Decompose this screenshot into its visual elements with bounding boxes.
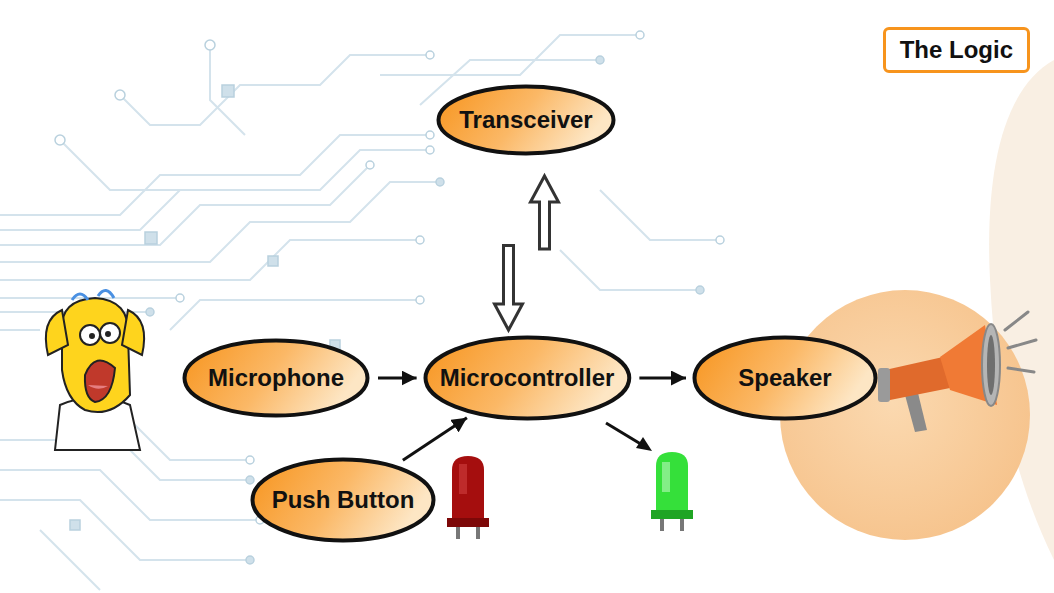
- node-label: Speaker: [738, 364, 831, 392]
- connector-arrow: [639, 378, 686, 379]
- connector-line: [378, 377, 417, 380]
- connector-line: [639, 377, 686, 380]
- node-label: Microcontroller: [440, 364, 615, 392]
- led-arrowhead: [636, 437, 652, 451]
- node-label: Microphone: [208, 364, 344, 392]
- process-ellipse: Transceiver: [436, 84, 616, 156]
- megaphone: [878, 312, 1036, 432]
- process-ellipse: Microphone: [182, 338, 370, 418]
- hollow-arrow: [494, 246, 522, 331]
- screaming-figure: [46, 290, 144, 450]
- connector-arrow: [378, 378, 417, 379]
- process-ellipse: Push Button: [250, 457, 436, 543]
- title-box: The Logic: [883, 27, 1030, 73]
- process-ellipse: Speaker: [692, 335, 878, 421]
- circuit-pads: [55, 31, 724, 564]
- connector-line: [403, 418, 467, 460]
- green-led: [651, 452, 693, 531]
- red-led: [447, 456, 489, 539]
- circuit-traces: [0, 35, 720, 590]
- process-ellipse: Microcontroller: [423, 335, 632, 421]
- node-label: Transceiver: [459, 106, 592, 134]
- hollow-arrow: [530, 176, 558, 249]
- connector-arrow: [403, 418, 467, 460]
- connector-arrow: [494, 176, 558, 330]
- led-arrow: [606, 423, 644, 446]
- node-label: Push Button: [272, 486, 415, 514]
